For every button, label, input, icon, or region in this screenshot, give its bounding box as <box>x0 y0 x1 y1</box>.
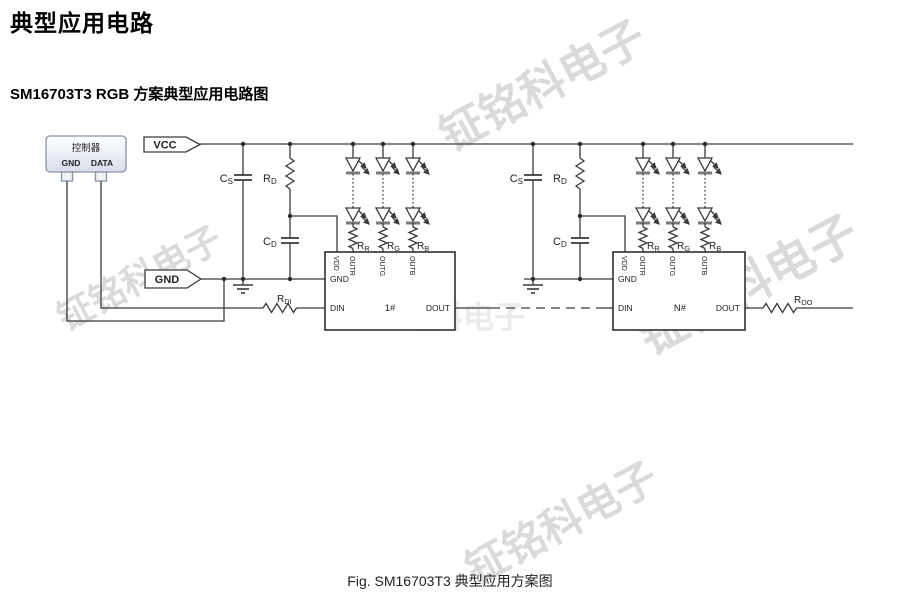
svg-text:GND: GND <box>330 274 349 284</box>
resistor-rd: RD <box>263 144 296 216</box>
chip-n: VDD OUTR OUTG OUTB GND DIN N# DOUT <box>612 251 746 331</box>
controller-data-wire <box>100 181 263 309</box>
controller-box: 控制器 GND DATA <box>45 135 127 182</box>
svg-text:RD: RD <box>553 173 567 186</box>
svg-text:CD: CD <box>263 236 277 249</box>
svg-text:RDO: RDO <box>794 295 813 307</box>
resistor-rdi: RDI <box>262 294 325 314</box>
svg-text:1#: 1# <box>385 303 396 314</box>
svg-text:OUTG: OUTG <box>378 256 385 276</box>
svg-text:GND: GND <box>618 274 637 284</box>
svg-text:CS: CS <box>510 173 523 186</box>
svg-text:RD: RD <box>263 173 277 186</box>
svg-text:DIN: DIN <box>618 303 633 313</box>
svg-text:OUTR: OUTR <box>348 256 355 276</box>
chip-1: VDD OUTR OUTG OUTB GND DIN 1# DOUT <box>324 251 456 331</box>
led-chain-red-1: RR <box>344 144 370 253</box>
figure-caption: Fig. SM16703T3 典型应用方案图 <box>347 573 553 589</box>
led-chain-green-1: RG <box>374 144 400 253</box>
junction-dots <box>221 141 708 282</box>
svg-text:VDD: VDD <box>620 256 627 271</box>
svg-text:DOUT: DOUT <box>716 303 740 313</box>
svg-text:OUTB: OUTB <box>408 256 415 276</box>
svg-text:RG: RG <box>387 241 400 253</box>
led-chain-green-n: RG <box>664 144 690 253</box>
svg-text:RB: RB <box>709 241 721 253</box>
controller-gnd-pin-label: GND <box>62 158 81 168</box>
controller-label: 控制器 <box>72 142 101 154</box>
vcc-flag: VCC <box>143 136 202 153</box>
svg-text:RR: RR <box>357 241 370 253</box>
vdd-wire-1 <box>290 215 338 252</box>
page-title: 典型应用电路 <box>10 10 154 36</box>
svg-text:RG: RG <box>677 241 690 253</box>
resistor-rdo: RDO <box>745 295 853 314</box>
led-chain-blue-n: RB <box>696 144 722 253</box>
capacitor-cd-2: CD <box>553 216 589 279</box>
svg-text:RDI: RDI <box>277 294 292 306</box>
svg-text:CD: CD <box>553 236 567 249</box>
svg-text:GND: GND <box>155 274 180 286</box>
svg-text:VDD: VDD <box>332 256 339 271</box>
svg-text:OUTB: OUTB <box>700 256 707 276</box>
resistor-rd-2: RD <box>553 144 586 216</box>
capacitor-cs: CS <box>220 144 252 279</box>
svg-text:VCC: VCC <box>153 140 176 152</box>
svg-text:OUTG: OUTG <box>668 256 675 276</box>
led-chain-blue-1: RB <box>404 144 430 253</box>
svg-text:CS: CS <box>220 173 233 186</box>
controller-gnd-wire <box>66 181 225 322</box>
capacitor-cs-2: CS <box>510 144 542 279</box>
gnd-flag: GND <box>144 269 203 289</box>
svg-text:N#: N# <box>674 303 687 314</box>
svg-text:DIN: DIN <box>330 303 345 313</box>
vdd-wire-2 <box>580 215 626 252</box>
led-chain-red-n: RR <box>634 144 660 253</box>
svg-text:OUTR: OUTR <box>638 256 645 276</box>
svg-text:RR: RR <box>647 241 660 253</box>
controller-data-pin-label: DATA <box>91 158 113 168</box>
circuit-diagram: 控制器 GND DATA VCC GND <box>45 135 853 331</box>
svg-text:RB: RB <box>417 241 429 253</box>
capacitor-cd: CD <box>263 216 299 279</box>
svg-text:DOUT: DOUT <box>426 303 450 313</box>
section-subtitle: SM16703T3 RGB 方案典型应用电路图 <box>10 86 269 103</box>
